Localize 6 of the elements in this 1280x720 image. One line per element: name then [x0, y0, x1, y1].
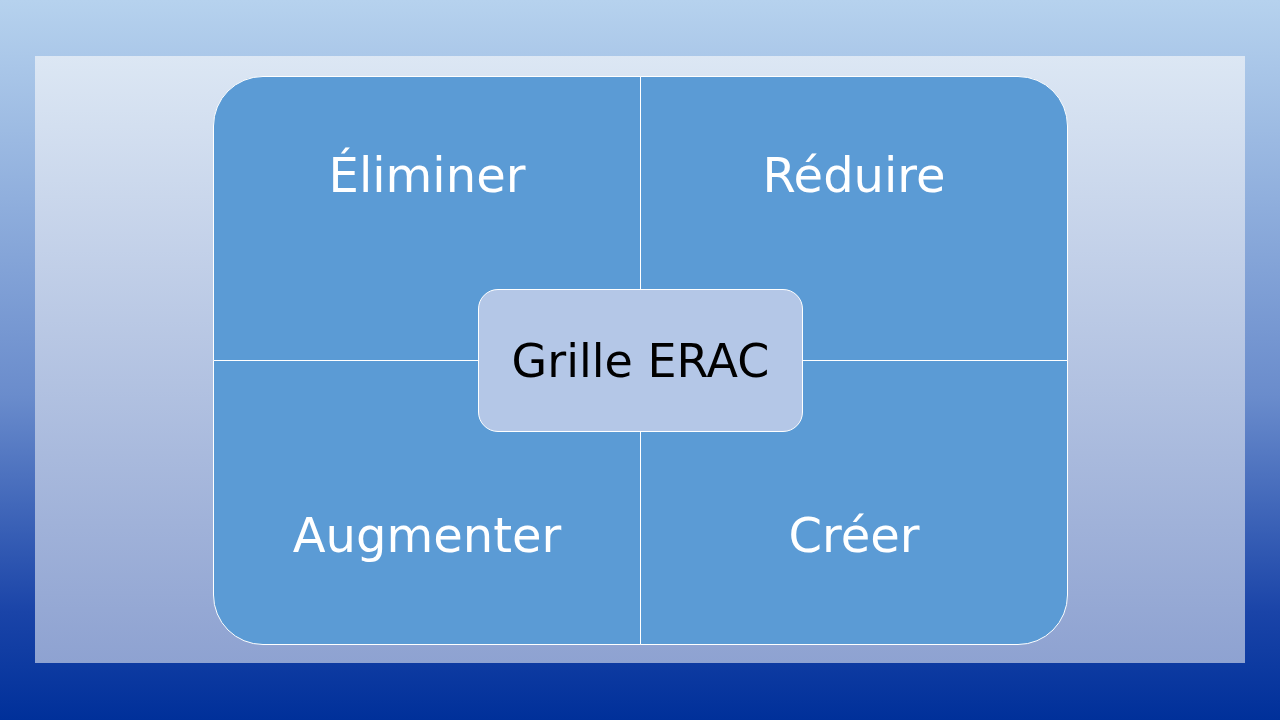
box-label: Réduire	[762, 147, 946, 203]
box-label: Grille ERAC	[511, 333, 770, 388]
box-label: Augmenter	[292, 507, 562, 563]
center-box	[478, 289, 803, 432]
box-label: Éliminer	[328, 147, 526, 203]
box-label: Créer	[788, 507, 920, 563]
